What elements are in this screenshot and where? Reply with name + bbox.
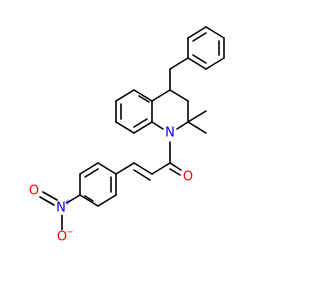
bond bbox=[97, 162, 117, 175]
bond bbox=[64, 194, 81, 205]
bond bbox=[169, 57, 189, 70]
bond bbox=[187, 26, 207, 39]
bond bbox=[133, 169, 151, 181]
charge-plus: + bbox=[65, 198, 72, 207]
bond bbox=[79, 162, 99, 175]
bond bbox=[138, 95, 150, 103]
bond bbox=[39, 196, 55, 206]
bond bbox=[169, 162, 182, 171]
bond bbox=[151, 121, 164, 130]
bond bbox=[169, 89, 189, 102]
atom-labels: N O N + O O − bbox=[27, 126, 195, 245]
bond bbox=[79, 194, 99, 207]
bond bbox=[133, 89, 153, 102]
atom-n-nitro: N bbox=[56, 201, 66, 216]
atom-o-nitro-top: O bbox=[29, 184, 39, 199]
bond bbox=[176, 121, 189, 130]
bond bbox=[187, 121, 207, 134]
atom-o-nitro-bottom: O bbox=[57, 230, 67, 245]
bond bbox=[115, 162, 135, 175]
bond bbox=[205, 26, 225, 39]
bond bbox=[84, 168, 99, 178]
bond bbox=[133, 162, 153, 175]
bond bbox=[133, 121, 153, 134]
bond bbox=[192, 54, 207, 64]
molecule-diagram: N O N + O O − bbox=[27, 26, 225, 245]
bond bbox=[42, 191, 58, 201]
bond bbox=[115, 121, 135, 134]
bond bbox=[97, 194, 117, 207]
bond bbox=[84, 195, 94, 202]
bond bbox=[187, 57, 207, 70]
bond bbox=[151, 162, 171, 175]
atom-n1: N bbox=[165, 126, 175, 141]
charge-minus: − bbox=[67, 228, 74, 237]
bonds bbox=[39, 26, 225, 232]
atom-o-carbonyl: O bbox=[183, 170, 193, 185]
bond bbox=[115, 89, 135, 102]
bond bbox=[187, 110, 207, 123]
bond bbox=[192, 32, 207, 42]
bond bbox=[169, 168, 181, 176]
bond bbox=[151, 89, 171, 102]
bond bbox=[133, 118, 148, 128]
bond bbox=[205, 57, 225, 70]
